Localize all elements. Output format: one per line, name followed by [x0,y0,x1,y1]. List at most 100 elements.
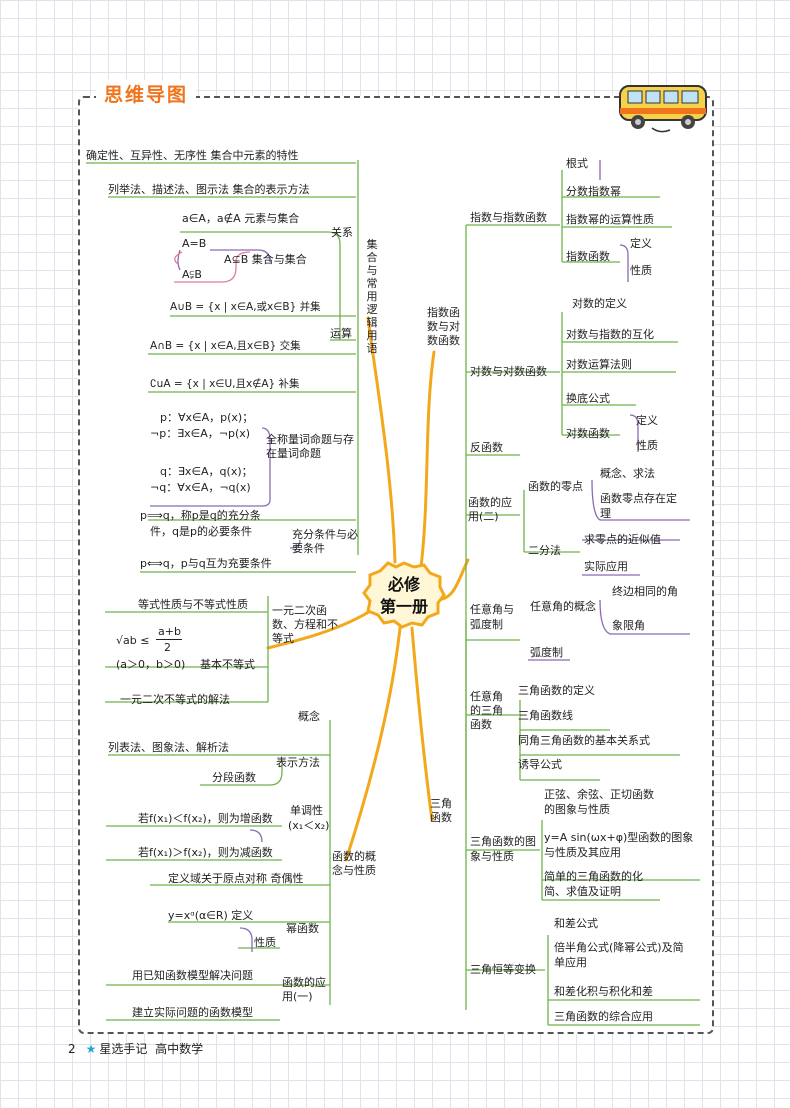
change-of-base: 换底公式 [566,392,610,405]
p-universal: p：∀x∈A，p(x)； [160,411,254,424]
brand-name: 星选手记 [99,1042,148,1056]
trig-line: 三角函数线 [518,709,573,722]
log-definition: 对数的定义 [572,297,627,310]
radical: 根式 [566,157,588,170]
asin-function: y=A sin(ωx+φ)型函数的图象与性质及其应用 [544,831,694,859]
induction-formula: 诱导公式 [518,758,562,771]
set-representation: 列举法、描述法、图示法 集合的表示方法 [108,183,310,196]
relation-label: 关系 [331,226,353,239]
product-to-sum: 和差化积与积化和差 [554,985,653,998]
exp-label: 指数与指数函数 [470,211,547,224]
log-prop: 性质 [636,439,658,452]
ab-condition: (a＞0，b＞0) [116,658,186,671]
piecewise-function: 分段函数 [212,771,256,784]
power-property: 性质 [254,936,276,949]
fraction-denominator: 2 [164,641,171,654]
element-set-relation: a∈A，a∉A 元素与集合 [182,212,300,225]
inverse-function: 反函数 [470,441,503,454]
application-label: 函数的应用(一) [282,976,326,1003]
footer: 2 ★星选手记 高中数学 [68,1040,203,1057]
decreasing-def: 若f(x₁)＞f(x₂)，则为减函数 [138,846,273,859]
sum-difference: 和差公式 [554,917,598,930]
graph-label: 三角函数的图象与性质 [470,835,536,863]
star-icon: ★ [85,1042,97,1056]
radian: 弧度制 [530,646,563,659]
center-node: 必修 第一册 [362,559,446,629]
mindmap-frame [78,96,714,1034]
power-function-label: 幂函数 [286,922,319,935]
log-label: 对数与对数函数 [470,365,547,378]
branch-ineq-label: 一元二次函数、方程和不等式 [272,604,338,645]
representation-label: 表示方法 [276,756,320,769]
representation-methods: 列表法、图象法、解析法 [108,741,229,754]
bisection: 二分法 [528,544,561,557]
union-def: A∪B = {x | x∈A,或x∈B} 并集 [170,301,321,313]
monotonicity-label: 单调性 [290,804,323,817]
sqrt-ab: √ab ≤ [116,634,150,647]
fraction-numerator: a+b [158,625,181,638]
angle-label: 任意角与弧度制 [470,603,514,631]
fractional-exponent: 分数指数幂 [566,185,621,198]
log-function: 对数函数 [566,427,610,440]
exp-prop: 性质 [630,264,652,277]
trig-simplify: 简单的三角函数的化简、求值及证明 [544,870,643,898]
operation-label: 运算 [330,327,352,340]
exp-function: 指数函数 [566,250,610,263]
approximate-zero: 求零点的近似值 [584,533,661,546]
branch-exp-log-label: 指数函数与对数函数 [427,306,460,347]
basic-inequality: 基本不等式 [200,658,255,671]
log-exp-conversion: 对数与指数的互化 [566,328,654,341]
application-2-label: 函数的应用(二) [468,496,512,523]
page-title: 思维导图 [96,80,197,107]
practical-application: 实际应用 [584,560,628,573]
parity: 定义域关于原点对称 奇偶性 [168,872,304,885]
basic-graph: 正弦、余弦、正切函数的图象与性质 [544,788,654,816]
branch-func-label: 函数的概念与性质 [332,850,376,877]
exp-def: 定义 [630,237,652,250]
equality-inequality-props: 等式性质与不等式性质 [138,598,248,611]
trig-definition: 三角函数的定义 [518,684,595,697]
sufficient-2: 件，q是p的必要条件 [150,525,252,538]
a-equals-b: A=B [182,237,207,250]
a-proper-subset-b: A⫋B [182,268,202,281]
center-line-2: 第一册 [379,597,428,616]
subject-name: 高中数学 [155,1042,204,1056]
set-properties: 确定性、互异性、无序性 集合中元素的特性 [86,149,299,162]
quadrant-angle: 象限角 [612,619,645,632]
complement-def: ∁uA = {x | x∈U,且x∉A} 补集 [150,378,300,390]
branch-set-label: 集合与常用逻辑用语 [366,238,378,355]
log-rules: 对数运算法则 [566,358,632,371]
exponent-ops: 指数幂的运算性质 [566,213,654,226]
log-def: 定义 [636,414,658,427]
intersection-def: A∩B = {x | x∈A,且x∈B} 交集 [150,340,301,352]
equivalence: p⟺q，p与q互为充要条件 [140,557,272,570]
zero-theorem: 函数零点存在定理 [600,492,677,520]
increasing-def: 若f(x₁)＜f(x₂)，则为增函数 [138,812,273,825]
zero-concept: 概念、求法 [600,467,655,480]
double-half-angle: 倍半角公式(降幂公式)及简单应用 [554,941,684,969]
coterminal-angle: 终边相同的角 [612,585,678,598]
zero-of-function: 函数的零点 [528,480,583,493]
concept-label: 概念 [298,710,320,723]
quantifier-label: 全称量词命题与存在量词命题 [266,433,354,460]
sufficient-1: p⟹q，称p是q的充分条 [140,509,261,522]
page-number: 2 [68,1042,76,1056]
branch-trig-label: 三角函数 [430,797,452,824]
not-q: ¬q：∀x∈A，¬q(x) [150,481,251,494]
bus-icon [619,85,707,133]
quadratic-solution: 一元二次不等式的解法 [120,693,230,706]
center-line-1: 必修 [387,575,420,594]
a-subset-b: A⊆B 集合与集合 [224,253,307,266]
application-1: 用已知函数模型解决问题 [132,969,253,982]
not-p: ¬p：∃x∈A，¬p(x) [150,427,251,440]
power-def: y=xᵅ(α∈R) 定义 [168,909,254,922]
fraction-bar [156,639,182,640]
trig-comprehensive: 三角函数的综合应用 [554,1010,653,1023]
same-angle-relations: 同角三角函数的基本关系式 [518,734,650,747]
application-2: 建立实际问题的函数模型 [132,1006,253,1019]
angle-concept: 任意角的概念 [530,600,596,613]
identity-label: 三角恒等变换 [470,963,536,976]
monotonicity-condition: (x₁＜x₂) [288,819,330,832]
sufficient-label: 充分条件与必要条件 [292,528,358,555]
